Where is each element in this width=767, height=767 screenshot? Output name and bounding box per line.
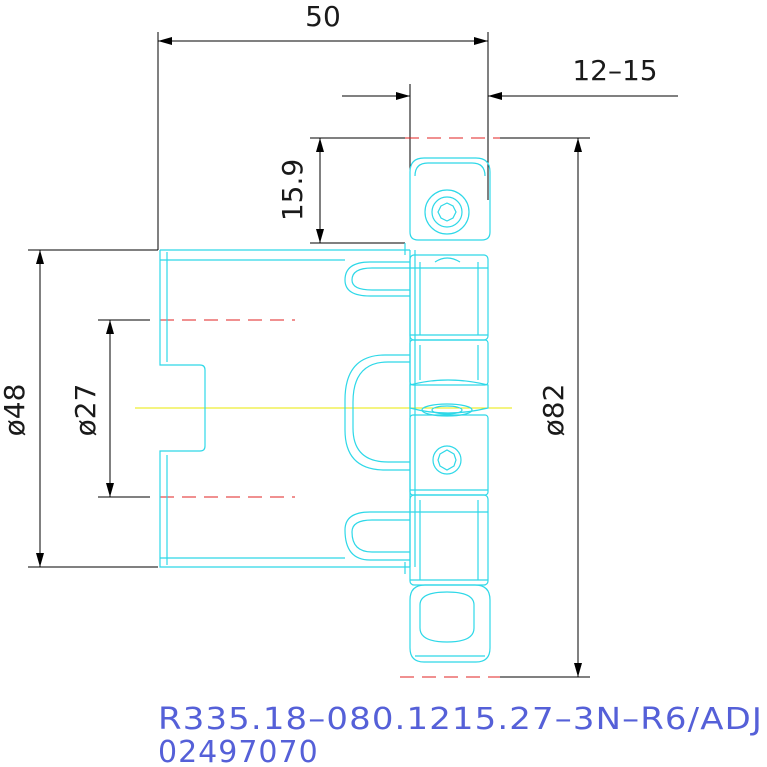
insert-block-2 <box>409 339 489 386</box>
dimension-text-12-15: 12–15 <box>572 54 657 87</box>
part-code-label: R335.18–080.1215.27–3N–R6/ADJ <box>158 702 763 737</box>
dimension-text-48: ø48 <box>0 384 31 437</box>
dimension-text-82: ø82 <box>537 384 570 437</box>
shank-outline <box>159 249 410 568</box>
insert-block-3 <box>409 414 489 496</box>
screw-top <box>424 189 470 235</box>
insert-pocket-bottom <box>409 584 491 663</box>
chip-pocket-bottom <box>344 511 410 561</box>
insert-pocket-top <box>409 157 491 241</box>
dimension-text-27: ø27 <box>69 384 102 437</box>
cutter-body-outline <box>159 157 491 663</box>
dimension-lines <box>28 32 678 678</box>
chip-pocket-top <box>344 261 410 297</box>
insert-block-4 <box>409 494 489 586</box>
order-number-label: 02497070 <box>158 735 319 767</box>
dimension-text-15-9: 15.9 <box>276 159 309 221</box>
screw-center <box>432 445 462 475</box>
chip-pocket-center <box>344 354 410 471</box>
shank-inner-outline <box>166 252 168 565</box>
hidden-lines <box>160 137 500 678</box>
center-insert <box>409 379 489 414</box>
dimension-text-50: 50 <box>305 0 341 33</box>
